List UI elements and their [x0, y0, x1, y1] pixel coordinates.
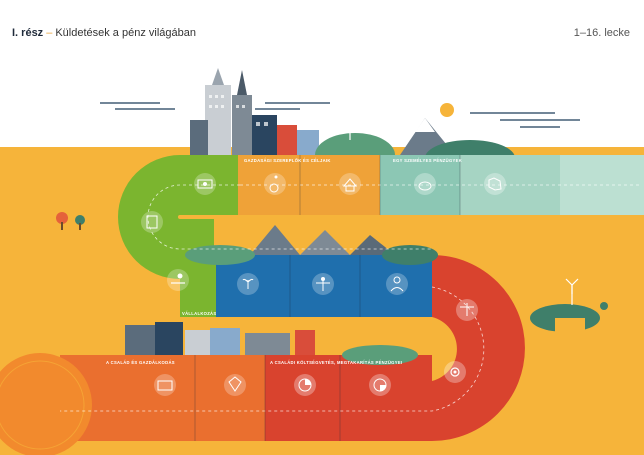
lesson-range: 1–16. lecke — [573, 27, 630, 39]
gear-icon — [444, 361, 466, 383]
mountains-middle — [185, 225, 438, 265]
chapter-title: I. rész–Küldetések a pénz világában — [12, 27, 196, 39]
chapter-name: Küldetések a pénz világában — [55, 27, 196, 39]
wind-turbine-top — [341, 111, 359, 140]
person-idea-icon — [386, 273, 408, 295]
sun-icon — [440, 103, 454, 117]
road-label-bottom-orange: A CSALÁD ÉS GAZDÁLKODÁS — [106, 360, 175, 365]
trees-left — [56, 212, 85, 230]
plant-hand-icon — [237, 273, 259, 295]
clouds-decoration — [100, 102, 580, 128]
justice-scale-icon — [456, 299, 478, 321]
wheelchair-icon — [264, 173, 286, 195]
road-label-middle-green: VÁLLALKOZÁS — [182, 311, 216, 316]
house-icon — [339, 173, 361, 195]
road-middle — [180, 255, 432, 317]
card-icon — [154, 374, 176, 396]
money-icon — [194, 173, 216, 195]
city-skyline — [190, 68, 319, 155]
road-label-top-orange: GAZDASÁGI SZEREPLŐK ÉS CÉLJAIK — [244, 158, 331, 163]
start-circle — [0, 353, 92, 455]
piggy-bank-icon — [414, 173, 436, 195]
hill-right — [530, 278, 608, 332]
hand-coin-icon — [167, 269, 189, 291]
lane-lines — [60, 184, 640, 412]
road-label-bottom-red: A CSALÁDI KÖLTSÉGVETÉS, MEGTAKARÍTÁS PÉN… — [270, 360, 402, 365]
page-header: I. rész–Küldetések a pénz világában 1–16… — [0, 0, 644, 70]
part-label: I. rész — [12, 27, 44, 39]
road-label-top-teal: EGY SZEMÉLYES PÉNZÜGYEK — [393, 158, 462, 163]
segment-separators — [194, 155, 461, 441]
document-icon — [141, 211, 163, 233]
journey-illustration: GAZDASÁGI SZEREPLŐK ÉS CÉLJAIK EGY SZEMÉ… — [0, 60, 644, 455]
diamond-icon — [224, 374, 246, 396]
scale-person-icon — [312, 273, 334, 295]
title-separator: – — [46, 27, 53, 39]
map-icon — [484, 173, 506, 195]
journey-map-svg: GAZDASÁGI SZEREPLŐK ÉS CÉLJAIK EGY SZEMÉ… — [0, 68, 644, 455]
pie-chart-icon — [294, 374, 316, 396]
road-bottom — [60, 355, 432, 441]
pie-chart-hand-icon — [369, 374, 391, 396]
city-bottom — [125, 322, 418, 365]
